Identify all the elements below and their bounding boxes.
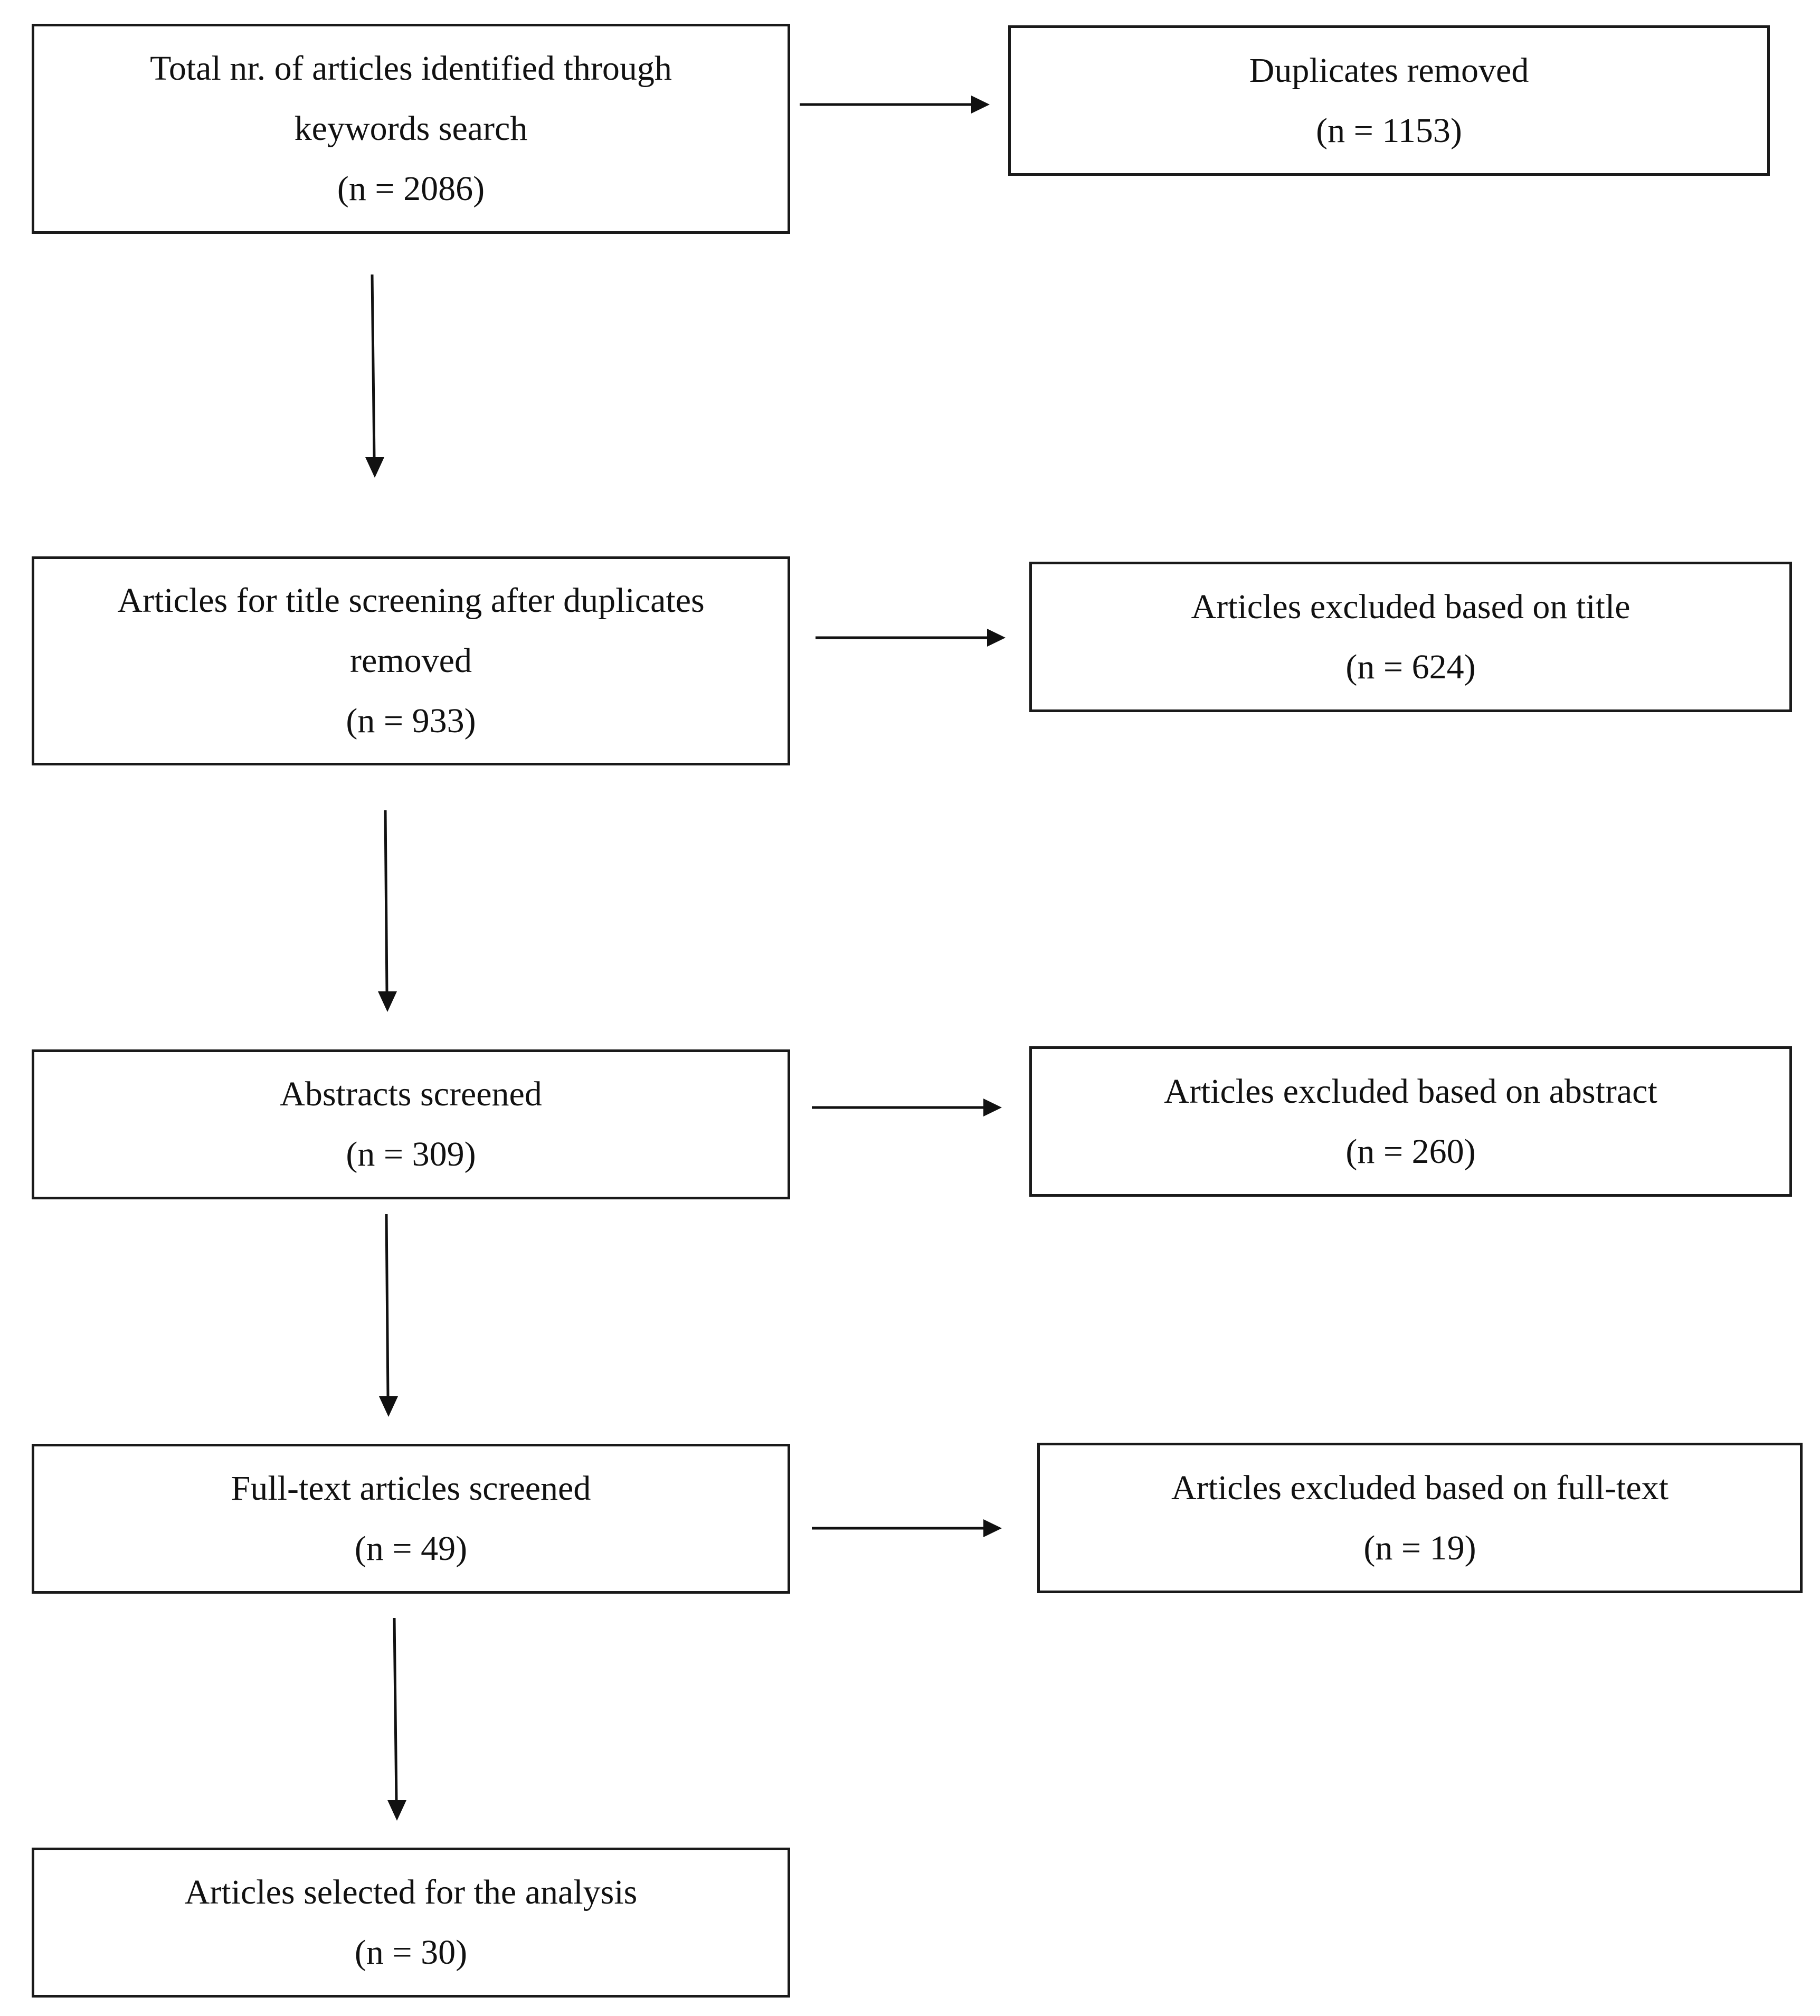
box-fulltext: Full-text articles screened (n = 49) (32, 1444, 790, 1594)
box-excluded-abstract-label: Articles excluded based on abstract (1164, 1072, 1657, 1111)
box-selected: Articles selected for the analysis (n = … (32, 1848, 790, 1998)
box-fulltext-label: Full-text articles screened (231, 1469, 591, 1508)
arrow-fulltext-to-excluded-fulltext (812, 1519, 1002, 1537)
arrow-title-screening-to-abstracts (378, 810, 397, 1012)
box-excluded-abstract-count: (n = 260) (1345, 1132, 1476, 1171)
arrow-title-screening-to-excluded-title (816, 629, 1006, 647)
arrow-fulltext-to-selected (387, 1617, 406, 1821)
box-title-screening-label: Articles for title screening after dupli… (117, 581, 705, 680)
box-excluded-fulltext-count: (n = 19) (1363, 1528, 1476, 1567)
arrow-identified-to-title-screening (365, 274, 384, 478)
box-duplicates-label: Duplicates removed (1249, 51, 1529, 90)
box-title-screening-count: (n = 933) (346, 702, 476, 740)
box-abstracts-label: Abstracts screened (280, 1075, 542, 1113)
box-title-screening: Articles for title screening after dupli… (32, 556, 790, 765)
box-abstracts: Abstracts screened (n = 309) (32, 1049, 790, 1199)
box-fulltext-count: (n = 49) (354, 1529, 468, 1568)
box-identified-count: (n = 2086) (337, 169, 485, 208)
box-abstracts-count: (n = 309) (346, 1135, 476, 1173)
box-excluded-fulltext-label: Articles excluded based on full-text (1171, 1468, 1669, 1507)
box-duplicates-count: (n = 1153) (1316, 111, 1462, 150)
box-selected-label: Articles selected for the analysis (184, 1873, 638, 1911)
box-excluded-abstract: Articles excluded based on abstract (n =… (1029, 1046, 1792, 1197)
box-identified: Total nr. of articles identified through… (32, 24, 790, 234)
box-identified-label: Total nr. of articles identified through… (150, 49, 672, 148)
arrow-abstracts-to-excluded-abstract (812, 1099, 1002, 1116)
arrow-identified-to-duplicates (800, 96, 990, 113)
box-excluded-title: Articles excluded based on title (n = 62… (1029, 562, 1792, 712)
box-excluded-title-label: Articles excluded based on title (1191, 587, 1631, 626)
box-selected-count: (n = 30) (354, 1933, 468, 1972)
arrow-abstracts-to-fulltext (379, 1214, 398, 1417)
box-excluded-fulltext: Articles excluded based on full-text (n … (1037, 1443, 1803, 1593)
box-duplicates: Duplicates removed (n = 1153) (1008, 25, 1770, 176)
box-excluded-title-count: (n = 624) (1345, 647, 1476, 686)
